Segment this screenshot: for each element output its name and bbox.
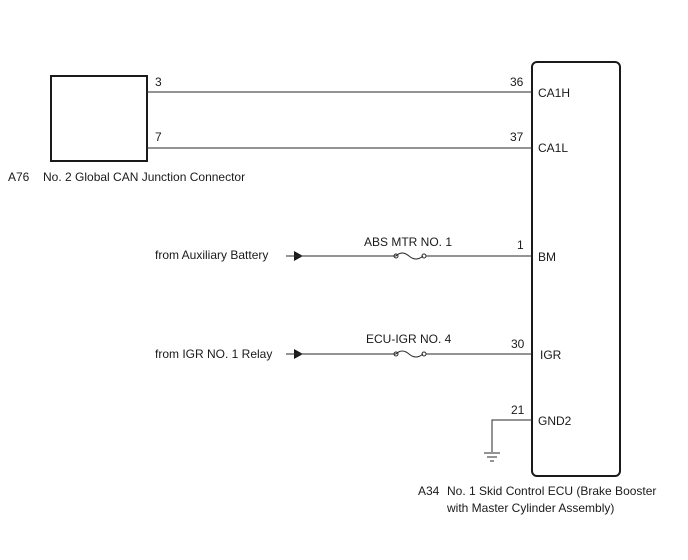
ca1h-pin-right: 36	[510, 75, 524, 89]
bm-terminal: BM	[538, 250, 556, 264]
ca1l-pin-right: 37	[510, 130, 524, 144]
a76-name: No. 2 Global CAN Junction Connector	[43, 170, 245, 184]
a76-connector-box	[50, 75, 148, 162]
ca1h-pin-left: 3	[155, 75, 162, 89]
igr-pin: 30	[511, 337, 525, 351]
gnd2-pin: 21	[511, 403, 525, 417]
bm-fuse-icon	[395, 252, 424, 260]
a34-code: A34	[418, 484, 440, 498]
igr-terminal: IGR	[540, 348, 562, 362]
ca1h-terminal: CA1H	[538, 86, 570, 100]
bm-source-label: from Auxiliary Battery	[155, 248, 268, 262]
a34-ecu-box	[531, 61, 621, 477]
igr-source-label: from IGR NO. 1 Relay	[155, 347, 272, 361]
ca1l-terminal: CA1L	[538, 141, 568, 155]
ca1l-pin-left: 7	[155, 130, 162, 144]
bm-fuse-end-left	[393, 253, 399, 259]
igr-fuse-label: ECU-IGR NO. 4	[366, 332, 452, 346]
ground-icon	[484, 452, 500, 462]
igr-fuse-icon	[395, 350, 424, 358]
igr-fuse-end-left	[393, 351, 399, 357]
a34-name-line1: No. 1 Skid Control ECU (Brake Booster	[447, 484, 656, 498]
bm-fuse-label: ABS MTR NO. 1	[364, 235, 452, 249]
a76-code: A76	[8, 170, 30, 184]
bm-pin: 1	[517, 238, 524, 252]
a34-name-line2: with Master Cylinder Assembly)	[446, 501, 614, 515]
gnd2-terminal: GND2	[538, 414, 572, 428]
gnd2-wire	[491, 419, 532, 452]
